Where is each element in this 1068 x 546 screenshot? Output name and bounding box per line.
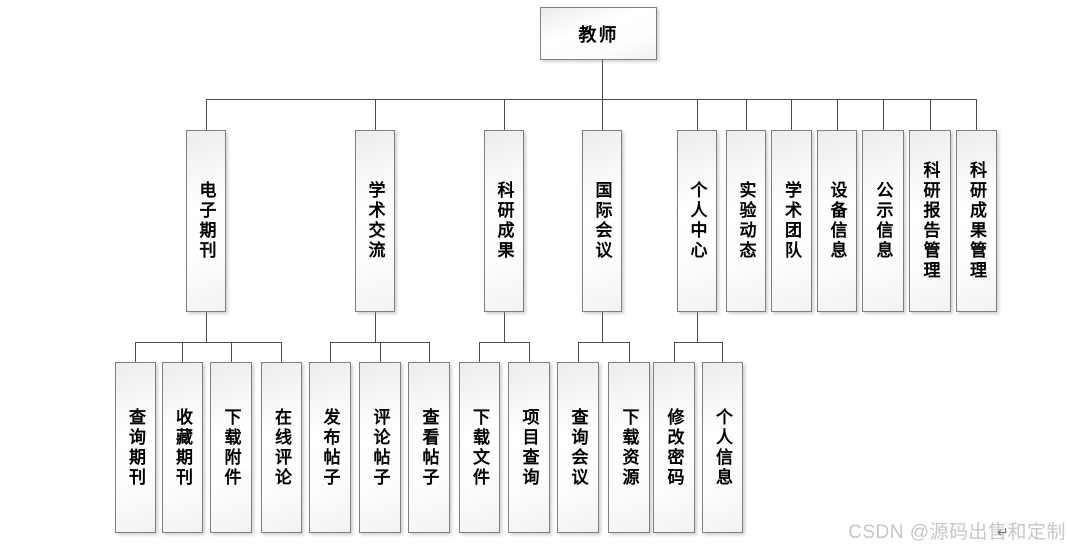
connector-line [791, 99, 792, 131]
node-label: 下载文件 [470, 407, 489, 488]
node-teacher: 教师 [540, 7, 657, 60]
connector-line [529, 342, 530, 362]
connector-line [578, 342, 579, 362]
node-label: 科研成果管理 [967, 161, 986, 281]
connector-line [206, 99, 207, 131]
node-personal-info: 个人信息 [702, 362, 743, 533]
connector-line [206, 312, 207, 343]
node-download-resource: 下载资源 [608, 362, 650, 533]
connector-line [602, 312, 603, 343]
connector-line [602, 60, 603, 131]
node-publish-post: 发布帖子 [309, 362, 351, 533]
node-label: 教师 [578, 24, 619, 45]
node-label: 查看帖子 [419, 407, 439, 488]
node-favorite-journal: 收藏期刊 [162, 362, 203, 533]
node-research-achievement-management: 科研成果管理 [956, 130, 997, 312]
connector-line [182, 342, 183, 362]
node-project-query: 项目查询 [508, 362, 550, 533]
connector-line [206, 99, 977, 100]
node-label: 查询期刊 [126, 407, 145, 488]
node-label: 设备信息 [827, 181, 847, 261]
connector-line [504, 99, 505, 131]
node-label: 下载附件 [221, 407, 241, 488]
node-academic-exchange: 学术交流 [355, 130, 395, 312]
node-research-report-management: 科研报告管理 [909, 130, 951, 312]
connector-line [135, 342, 282, 343]
node-change-password: 修改密码 [653, 362, 695, 533]
connector-line [976, 99, 977, 131]
node-label: 电子期刊 [196, 181, 216, 261]
connector-line [697, 312, 698, 343]
connector-line [930, 99, 931, 131]
node-online-comment: 在线评论 [261, 362, 302, 533]
node-query-conference: 查询会议 [557, 362, 599, 533]
node-label: 收藏期刊 [173, 407, 192, 488]
connector-line [629, 342, 630, 362]
node-equipment-info: 设备信息 [817, 130, 857, 312]
node-label: 学术交流 [365, 181, 385, 261]
connector-line [746, 99, 747, 131]
node-download-attachment: 下载附件 [210, 362, 252, 533]
node-query-journal: 查询期刊 [115, 362, 156, 533]
node-label: 个人信息 [713, 407, 732, 488]
node-comment-post: 评论帖子 [359, 362, 401, 533]
node-academic-team: 学术团队 [771, 130, 812, 312]
connector-line [375, 99, 376, 131]
node-label: 评论帖子 [370, 407, 390, 488]
connector-line [674, 342, 723, 343]
connector-line [504, 312, 505, 343]
node-label: 科研报告管理 [920, 161, 940, 281]
node-label: 下载资源 [619, 407, 639, 488]
connector-line [883, 99, 884, 131]
connector-line [429, 342, 430, 362]
node-label: 修改密码 [664, 407, 684, 488]
connector-line [479, 342, 530, 343]
connector-line [479, 342, 480, 362]
node-label: 公示信息 [873, 181, 893, 261]
connector-line [697, 99, 698, 131]
connector-line [330, 342, 331, 362]
node-label: 项目查询 [519, 407, 539, 488]
node-label: 发布帖子 [320, 407, 340, 488]
node-experiment-news: 实验动态 [726, 130, 766, 312]
node-label: 查询会议 [568, 407, 588, 488]
connector-line [837, 99, 838, 131]
connector-line [135, 342, 136, 362]
connector-line [231, 342, 232, 362]
node-international-conference: 国际会议 [582, 130, 622, 312]
node-download-file: 下载文件 [459, 362, 500, 533]
csdn-watermark: CSDN @源码出售和定制 [848, 522, 1066, 543]
node-personal-center: 个人中心 [677, 130, 717, 312]
connector-line [281, 342, 282, 362]
connector-line [722, 342, 723, 362]
return-mark-glyph: ↵ [997, 524, 1009, 540]
node-label: 学术团队 [782, 181, 801, 261]
node-label: 科研成果 [494, 181, 514, 261]
connector-line [674, 342, 675, 362]
node-label: 在线评论 [272, 407, 291, 488]
node-label: 国际会议 [592, 181, 612, 261]
node-label: 个人中心 [687, 181, 707, 261]
connector-line [578, 342, 630, 343]
node-research-achievements: 科研成果 [484, 130, 524, 312]
connector-line [380, 342, 381, 362]
node-label: 实验动态 [736, 181, 756, 261]
node-view-post: 查看帖子 [408, 362, 450, 533]
node-electronic-journal: 电子期刊 [186, 130, 226, 312]
node-public-notice-info: 公示信息 [862, 130, 904, 312]
connector-line [375, 312, 376, 343]
